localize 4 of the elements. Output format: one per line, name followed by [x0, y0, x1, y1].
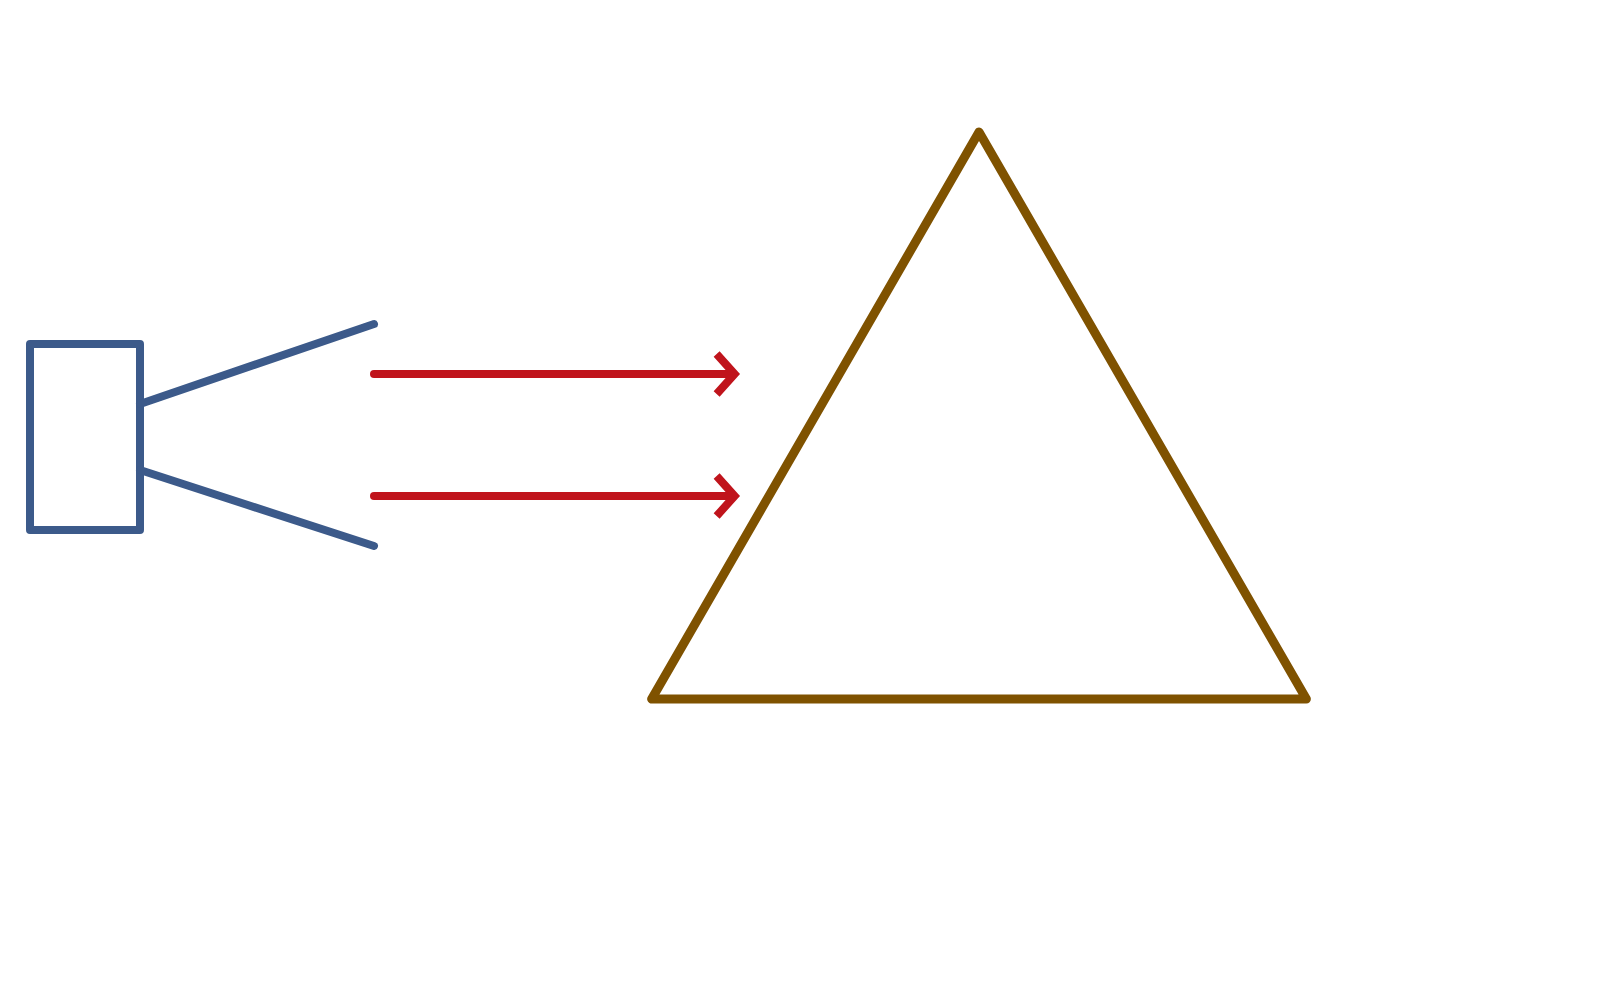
prism-triangle [647, 127, 1311, 704]
horn-drawing [26, 320, 378, 550]
arrow [370, 351, 740, 397]
arrow [370, 473, 740, 519]
